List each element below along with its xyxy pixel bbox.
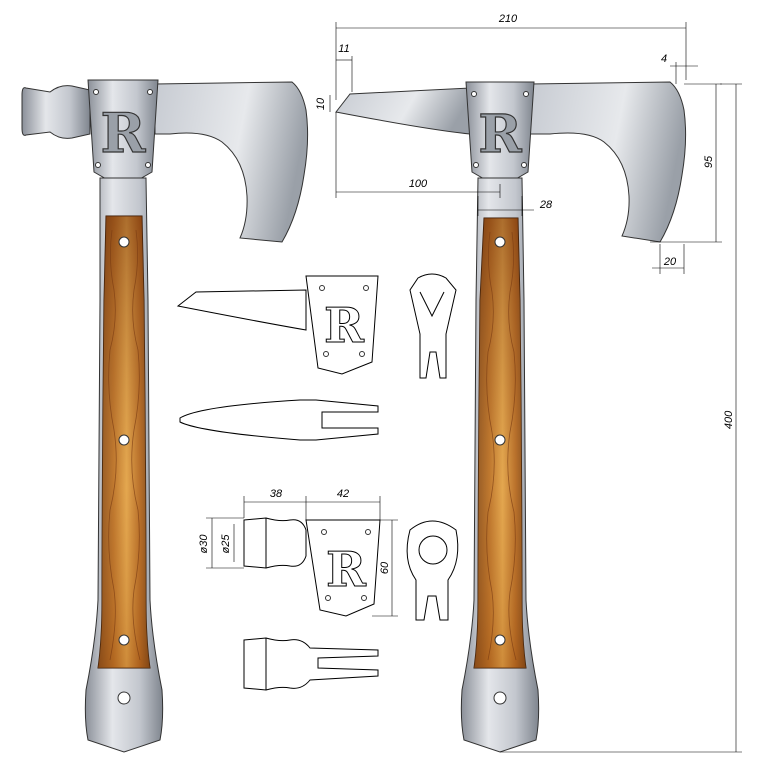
socket-rivet [147, 89, 153, 95]
socket-part-end-view [409, 273, 457, 379]
socket-part-rivet [321, 529, 327, 535]
handle-rivet [494, 634, 506, 646]
logo-mark: R [324, 298, 365, 354]
wood-grain-line [108, 229, 117, 661]
socket-rivet [145, 162, 151, 168]
dim-head-length: 100 [409, 178, 428, 190]
dim-hammer-outer-dia: ø30 [198, 534, 210, 554]
wood-grain-line [507, 231, 517, 661]
dim-beard-width: 20 [663, 256, 677, 268]
dim-socket-height: 60 [379, 561, 391, 574]
tomahawk-left-assembly: R [21, 79, 309, 753]
spike-part-side [176, 289, 307, 331]
dim-blade-height: 95 [703, 155, 715, 168]
dim-hammer-length: 38 [270, 488, 283, 500]
hammer-part-ring [418, 535, 448, 565]
hammer-part-top [243, 637, 379, 691]
socket-rivet [93, 89, 99, 95]
dim-handle-length: 400 [723, 410, 735, 429]
axe-blade [154, 81, 309, 243]
socket-part-rivet [325, 595, 331, 601]
wood-grain-line [131, 229, 141, 661]
socket-part-rivet [361, 595, 367, 601]
socket-part-end-view-detail [419, 291, 445, 318]
socket-part-rivet [323, 351, 329, 357]
socket-rivet [471, 91, 477, 97]
socket-part-rivet [363, 285, 369, 291]
dim-socket-top-width: 42 [337, 488, 349, 500]
dim-spike-offset: 11 [338, 43, 349, 55]
logo-mark: R [478, 104, 522, 165]
socket-rivet [521, 162, 527, 168]
handle-rivet [118, 236, 130, 248]
dim-overall-length: 210 [498, 13, 518, 25]
lanyard-hole [493, 691, 507, 705]
socket-part-rivet [359, 351, 365, 357]
socket-rivet [473, 162, 479, 168]
dimension-lines: 210 11 10 4 95 100 28 20 400 [198, 13, 742, 753]
wood-grain-line [486, 231, 495, 661]
spike-part-top [179, 399, 379, 441]
exploded-parts: R R [176, 273, 459, 691]
handle-rivet [494, 434, 506, 446]
socket-rivet [95, 162, 101, 168]
lanyard-hole [117, 691, 131, 705]
logo-mark: R [101, 101, 147, 165]
logo-mark: R [326, 542, 367, 598]
socket-part-rivet [319, 285, 325, 291]
dim-edge-offset: 4 [661, 53, 667, 65]
socket-rivet [523, 91, 529, 97]
hammer-poll [21, 85, 91, 139]
tomahawk-right-assembly: R [335, 81, 687, 753]
hammer-part-side [243, 517, 307, 569]
axe-blade [529, 81, 687, 243]
handle-rivet [494, 236, 506, 248]
dim-hammer-inner-dia: ø25 [220, 534, 232, 554]
handle-rivet [118, 634, 130, 646]
hammer-socket-part [305, 519, 381, 617]
spike [335, 87, 471, 135]
socket-part-rivet [365, 529, 371, 535]
handle-rivet [118, 434, 130, 446]
dim-socket-width: 28 [539, 199, 553, 211]
socket-part [305, 275, 379, 375]
dim-spike-thickness: 10 [315, 97, 327, 110]
